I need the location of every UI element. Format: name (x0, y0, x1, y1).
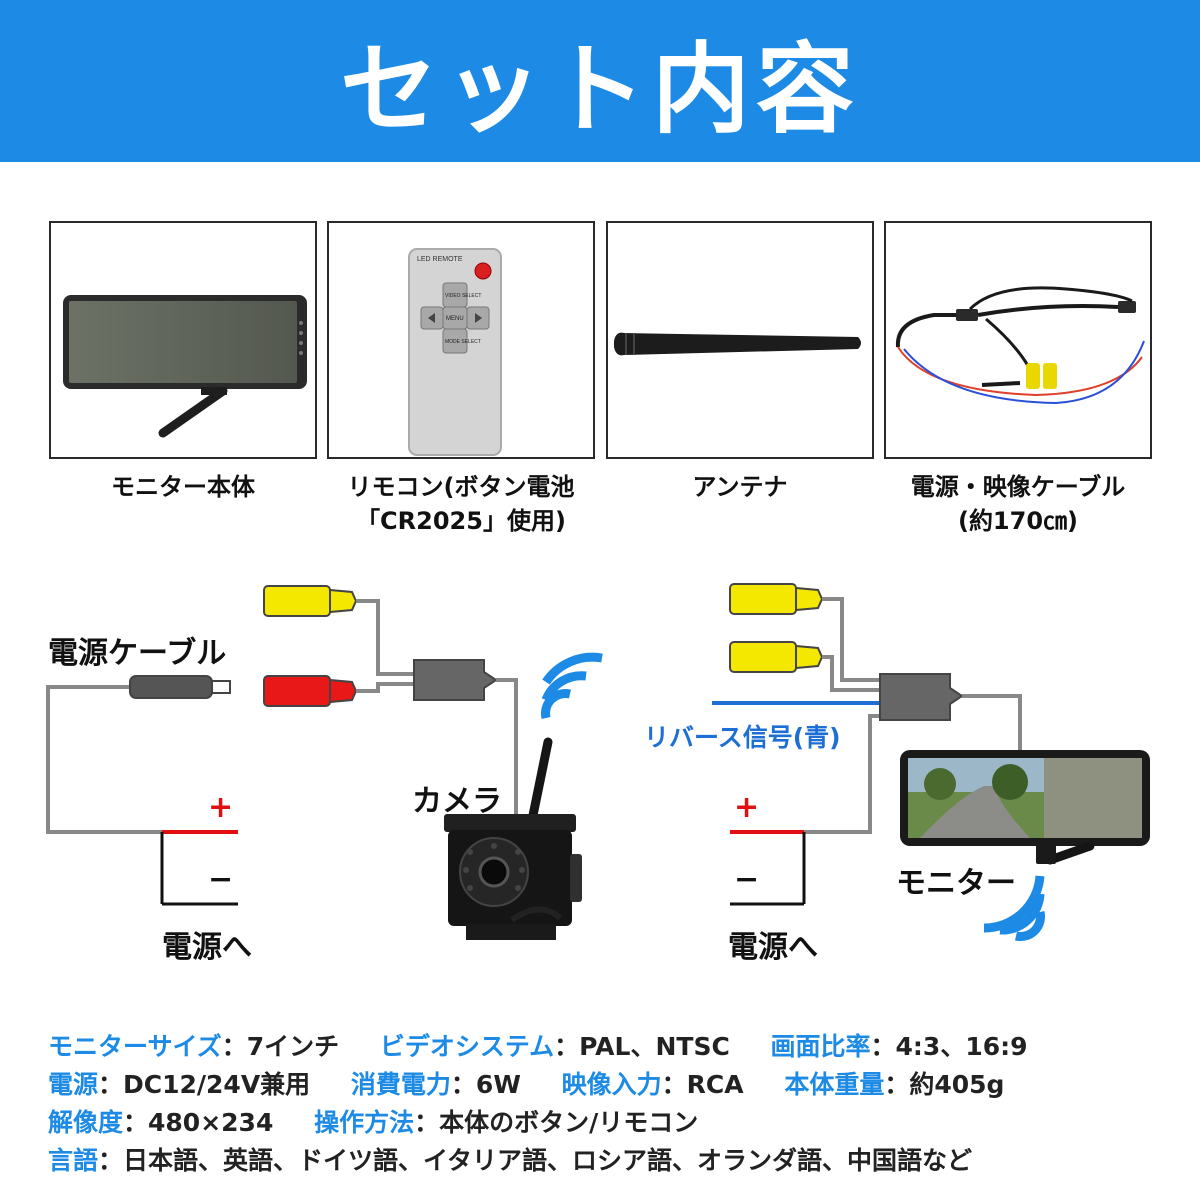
yellow-rca-plug-1 (729, 583, 797, 615)
spec-value: ：7インチ (221, 1032, 340, 1061)
item-remote-caption: リモコン(ボタン電池 「CR2025」使用) (347, 473, 575, 535)
plus-sign-right: + (734, 790, 760, 825)
spec-key: 操作方法 (314, 1108, 415, 1137)
monitor-wiring (712, 583, 1150, 941)
spec-key: 本体重量 (784, 1070, 885, 1099)
spec-key: 言語 (48, 1146, 99, 1175)
spec-value: ：4:3、16:9 (870, 1032, 1028, 1061)
svg-text:VIDEO SELECT: VIDEO SELECT (445, 293, 481, 299)
spec-line: モニターサイズ：7インチ ビデオシステム：PAL、NTSC 画面比率：4:3、1… (48, 1028, 1168, 1066)
svg-text:MENU: MENU (446, 316, 464, 322)
spec-key: ビデオシステム (379, 1032, 555, 1061)
plus-sign-left: + (208, 790, 234, 825)
spec-value: ：PAL、NTSC (554, 1032, 730, 1061)
camera-wifi-icon (541, 652, 603, 720)
monitor-splitter (879, 673, 964, 721)
camera-label: カメラ (412, 784, 502, 819)
spec-value: ：日本語、英語、ドイツ語、イタリア語、ロシア語、オランダ語、中国語など (98, 1146, 973, 1175)
monitor-image (63, 295, 307, 438)
item-cable-tile (884, 221, 1152, 459)
monitor-wifi-icon (983, 875, 1045, 941)
wiring-diagram (46, 583, 1150, 941)
power-cable-label: 電源ケーブル (48, 636, 227, 671)
spec-key: 画面比率 (770, 1032, 871, 1061)
page-title: セット内容 (339, 33, 860, 147)
item-monitor-tile (49, 221, 317, 459)
item-antenna-tile (606, 221, 874, 459)
camera-splitter (413, 659, 498, 701)
spec-value: ：約405g (884, 1070, 1005, 1099)
to-power-label-right: 電源へ (728, 930, 818, 965)
yellow-rca-plug-2 (729, 641, 797, 673)
minus-sign-right: − (734, 862, 760, 897)
spec-value: ：RCA (661, 1070, 744, 1099)
monitor-mirror-image (900, 750, 1150, 865)
spec-key: 解像度 (48, 1108, 124, 1137)
spec-value: ：本体のボタン/リモコン (414, 1108, 699, 1137)
cable-image (895, 286, 1145, 405)
spec-line: 言語：日本語、英語、ドイツ語、イタリア語、ロシア語、オランダ語、中国語など (48, 1142, 1168, 1180)
monitor-label: モニター (896, 866, 1016, 901)
reverse-signal-label: リバース信号(青) (644, 723, 841, 752)
spec-key: 映像入力 (561, 1070, 662, 1099)
spec-value: ：480×234 (123, 1108, 274, 1137)
power-plug (129, 675, 213, 699)
remote-image: LED REMOTE VIDEO SELECT MENU MODE SELECT (408, 248, 502, 456)
spec-value: ：6W (450, 1070, 521, 1099)
red-rca-plug (263, 675, 331, 707)
item-cable-caption: 電源・映像ケーブル (約170㎝) (910, 473, 1126, 535)
item-remote-tile: LED REMOTE VIDEO SELECT MENU MODE SELECT (327, 221, 595, 459)
title-banner: セット内容 (0, 0, 1200, 162)
spec-line: 解像度：480×234 操作方法：本体のボタン/リモコン (48, 1104, 1168, 1142)
remote-brand-text: LED REMOTE (417, 256, 463, 263)
spec-value: ：DC12/24V兼用 (98, 1070, 311, 1099)
spec-key: 消費電力 (350, 1070, 451, 1099)
spec-list: モニターサイズ：7インチ ビデオシステム：PAL、NTSC 画面比率：4:3、1… (48, 1028, 1168, 1180)
spec-key: モニターサイズ (48, 1032, 222, 1061)
to-power-label-left: 電源へ (162, 930, 252, 965)
camera-image (444, 737, 582, 940)
svg-text:MODE SELECT: MODE SELECT (445, 339, 481, 345)
item-antenna-caption: アンテナ (692, 473, 788, 501)
antenna-image (614, 332, 861, 356)
yellow-rca-plug (263, 585, 331, 617)
minus-sign-left: − (208, 862, 234, 897)
spec-line: 電源：DC12/24V兼用 消費電力：6W 映像入力：RCA 本体重量：約405… (48, 1066, 1168, 1104)
spec-key: 電源 (48, 1070, 99, 1099)
item-monitor-caption: モニター本体 (111, 473, 255, 501)
camera-wiring (46, 585, 603, 940)
